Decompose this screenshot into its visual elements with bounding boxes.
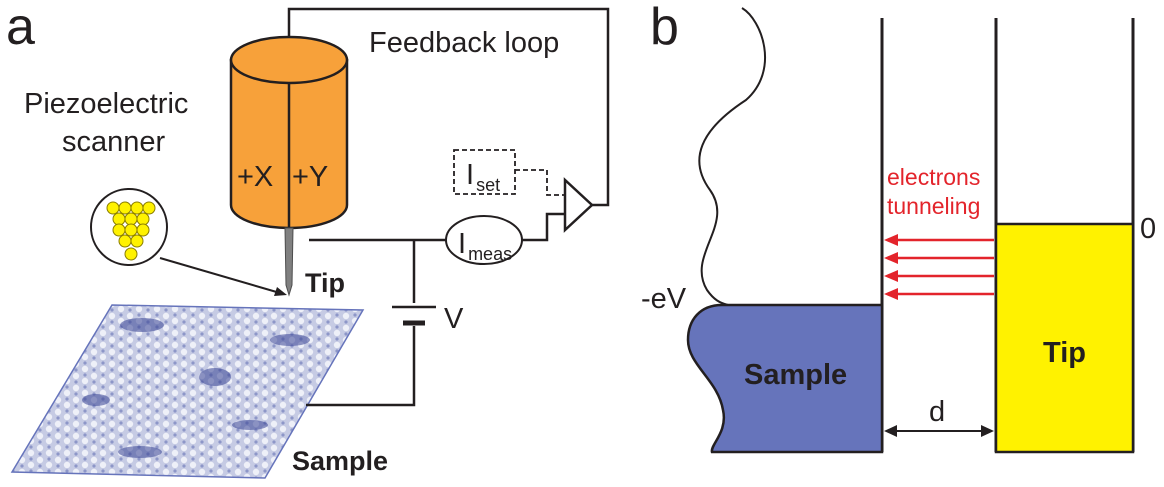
imeas-wire: [522, 212, 565, 242]
scanner-y-label: +Y: [292, 161, 328, 193]
tunneling-label-line1: electrons: [887, 164, 980, 190]
gap-label: d: [929, 396, 945, 428]
scanner-label-line1: Piezoelectric: [24, 88, 188, 120]
tip-band-block: [994, 222, 1135, 454]
sample-label-a: Sample: [292, 446, 388, 476]
tunneling-arrowhead: [884, 288, 898, 300]
tunneling-arrows: [884, 234, 994, 300]
sample-surface: [10, 304, 365, 479]
gap-arrowhead-left: [884, 425, 897, 437]
tunneling-arrowhead: [884, 270, 898, 282]
voltage-label: V: [444, 303, 464, 335]
panel-b-letter: b: [650, 0, 679, 56]
tip-label: Tip: [305, 268, 345, 298]
stm-tip: [284, 227, 294, 297]
tip-atoms-inset: [90, 188, 287, 296]
sample-band-block: [686, 303, 884, 454]
scanner-label-line2: scanner: [62, 126, 166, 158]
comparator-amplifier: [563, 177, 594, 233]
ev-level-label: -eV: [641, 283, 687, 315]
feedback-loop-label: Feedback loop: [369, 27, 559, 59]
panel-a-letter: a: [6, 0, 35, 56]
zero-level-label: 0: [1140, 213, 1156, 245]
scanner-x-label: +X: [237, 161, 273, 193]
tunneling-arrowhead: [884, 252, 898, 264]
panel-a: a Feedback loop Piezoelectric scanner +X…: [6, 0, 610, 479]
battery-wire-bottom: [306, 326, 416, 407]
sample-label-b: Sample: [744, 359, 847, 391]
tunneling-label-line2: tunneling: [887, 193, 980, 219]
iset-wire: [515, 169, 565, 196]
tip-label-b: Tip: [1043, 337, 1086, 369]
wavefunction-curve: [698, 7, 767, 306]
feedback-loop-wire: [287, 7, 610, 207]
iset-box: [453, 149, 516, 195]
tunneling-arrowhead: [884, 234, 898, 246]
panel-b: b Sample -eV Tip 0 electrons tunneling: [641, 0, 1156, 454]
piezo-scanner: +X +Y: [229, 35, 349, 230]
gap-arrowhead-right: [981, 425, 994, 437]
